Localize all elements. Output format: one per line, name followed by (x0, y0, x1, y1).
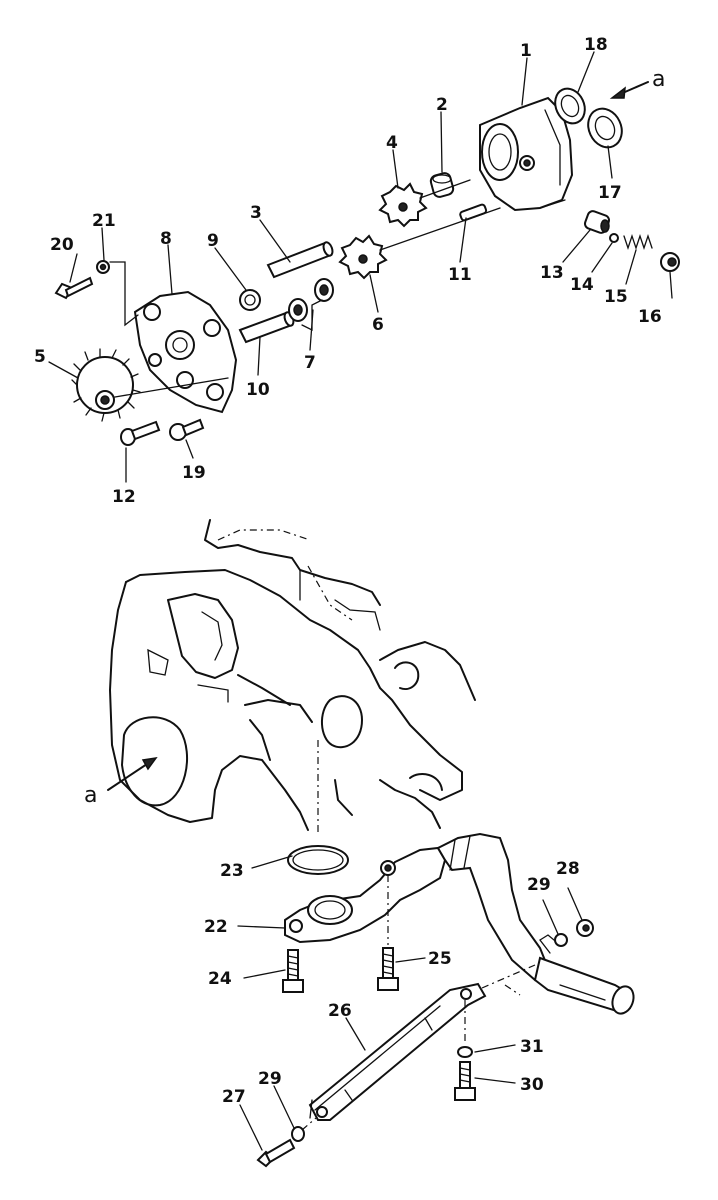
bushing-2 (429, 172, 455, 198)
label-24: 24 (208, 969, 232, 989)
bolt-12 (120, 420, 161, 446)
label-18: 18 (584, 35, 608, 55)
bolt-27 (256, 1138, 296, 1168)
label-25: 25 (428, 949, 452, 969)
pin-11 (459, 203, 488, 222)
washer-29-upper (554, 933, 568, 947)
label-5: 5 (34, 347, 46, 367)
label-29-upper: 29 (527, 875, 551, 895)
bolt-20 (54, 276, 94, 300)
label-11: 11 (448, 265, 472, 285)
view-marker-a-top: a (652, 67, 665, 92)
label-29-lower: 29 (258, 1069, 282, 1089)
leader-lines-lower (237, 855, 583, 1151)
engine-block (109, 519, 476, 831)
view-arrow-a (609, 81, 649, 99)
pump-cover-8 (133, 290, 238, 414)
plug-16 (660, 252, 680, 272)
valve-13 (583, 210, 611, 234)
shaft-3 (266, 241, 334, 279)
label-13: 13 (540, 263, 564, 283)
bushing-9 (239, 289, 261, 311)
washer-29-lower (291, 1126, 305, 1142)
label-16: 16 (638, 307, 662, 327)
bracket-26 (308, 964, 536, 1121)
suction-pipe-22 (284, 832, 635, 1015)
label-19: 19 (182, 463, 206, 483)
seal-ring-18 (554, 87, 586, 125)
label-21: 21 (92, 211, 116, 231)
spring-15 (623, 233, 653, 251)
driven-gear-6 (338, 234, 388, 280)
view-pointer-a (107, 756, 158, 791)
label-14: 14 (570, 275, 594, 295)
label-10: 10 (246, 380, 270, 400)
washer-31 (457, 1046, 473, 1058)
o-ring-23 (287, 845, 349, 875)
shaft-10 (238, 311, 295, 344)
sprocket-5 (71, 348, 141, 422)
bolt-25 (377, 875, 399, 991)
label-3: 3 (250, 203, 262, 223)
label-27: 27 (222, 1087, 246, 1107)
label-9: 9 (207, 231, 219, 251)
label-4: 4 (386, 133, 398, 153)
leader-lines-upper (48, 51, 673, 483)
label-6: 6 (372, 315, 384, 335)
bolt-30 (454, 1061, 476, 1101)
view-marker-a-block: a (84, 783, 97, 808)
label-20: 20 (50, 235, 74, 255)
label-2: 2 (436, 95, 448, 115)
bolt-24 (282, 949, 304, 993)
label-17: 17 (598, 183, 622, 203)
label-30: 30 (520, 1075, 544, 1095)
label-28: 28 (556, 859, 580, 879)
bolt-19 (169, 418, 205, 441)
nut-28 (576, 919, 594, 937)
label-8: 8 (160, 229, 172, 249)
label-7: 7 (304, 353, 316, 373)
label-12: 12 (112, 487, 136, 507)
label-1: 1 (520, 41, 532, 61)
ball-14 (609, 233, 619, 243)
drive-gear-4 (378, 182, 428, 228)
label-22: 22 (204, 917, 228, 937)
bushings-7 (288, 278, 334, 322)
label-31: 31 (520, 1037, 544, 1057)
label-15: 15 (604, 287, 628, 307)
pump-housing (479, 96, 574, 212)
washer-21 (96, 260, 110, 274)
label-26: 26 (328, 1001, 352, 1021)
seal-ring-17 (587, 107, 623, 149)
label-23: 23 (220, 861, 244, 881)
